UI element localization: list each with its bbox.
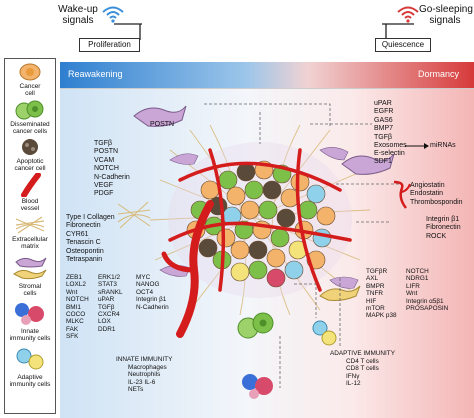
label-tgfb-group: TGFβ POSTN VCAM NOTCH N-Cadherin VEGF PD… [94, 140, 130, 198]
label-angio-group: Angiostatin Endostatin Thrombospondin [410, 182, 463, 206]
label-exosomes: Exosomes [374, 142, 407, 149]
label-innate-items: Macrophages Neutrophils IL-23 IL-6 NETs [128, 364, 167, 394]
ecm-icon [15, 216, 45, 234]
label-zeb-col1: ZEB1 LOXL2 Wnt NOTCH BMI1 COCO MLKC FAK … [66, 274, 89, 341]
disseminated-cluster-bottom [237, 312, 274, 339]
label-adaptive-title: ADAPTIVE IMMUNITY [330, 350, 395, 357]
reawakening-label: Reawakening [68, 69, 123, 79]
label-collagen-group: Type I Collagen Fibronectin CYR61 Tenasc… [66, 214, 115, 264]
adaptive-immune-cluster [312, 320, 337, 346]
label-adaptive-items: CD4 T cells CD8 T cells IFNγ IL-12 [346, 358, 379, 388]
blood-vessel-icon [21, 173, 41, 197]
legend-apoptotic: Apoptotic cancer cell [14, 158, 46, 173]
legend-disseminated: Disseminated cancer cells [10, 121, 50, 136]
ecm-mesh-left [117, 201, 151, 229]
stromal-cells-icon [13, 257, 47, 280]
legend-innate: Innate immunity cells [9, 328, 51, 343]
blood-vessel-main [161, 200, 214, 338]
stromal-cluster-top-right [341, 153, 395, 175]
legend-ecm: Extracellular matrix [12, 236, 48, 251]
label-eselectin-group: E-selectin SDF1 [374, 150, 405, 166]
cancer-cell-icon [19, 63, 41, 81]
label-mirnas: miRNAs [430, 142, 456, 149]
adaptive-immunity-icon [16, 348, 44, 370]
exosomes-arrow [405, 143, 429, 149]
label-tgfbr-col1: TGFβR AXL BMPR TNFR HIF mTOR MAPK p38 [366, 268, 397, 320]
go-sleeping-wifi-icon [397, 6, 419, 23]
legend-stromal: Stromal cells [18, 283, 42, 298]
label-tgfbr-col2: NOTCH NDRG1 LIFR Wnt Integrin α5β1 PROSA… [406, 268, 449, 313]
legend-cancer-cell: Cancer cell [19, 83, 41, 98]
label-zeb-col2: ERK1/2 STAT3 sRANKL uPAR TGFβ CXCR4 LOX … [98, 274, 123, 333]
main-panel-background [60, 88, 474, 418]
legend-blood-vessel: Blood vessel [20, 198, 40, 213]
label-upar-group: uPAR EGFR GAS6 BMP7 TGFβ [374, 100, 394, 141]
wake-up-signals-label: Wake-up signals [58, 4, 98, 26]
legend-panel [4, 58, 56, 414]
innate-immunity-icon [15, 303, 44, 325]
label-postn: POSTN [150, 121, 175, 128]
label-innate-title: INNATE IMMUNITY [116, 356, 173, 363]
quiescence-box: Quiescence [375, 38, 431, 52]
innate-immune-cluster [242, 374, 273, 399]
label-zeb-col3: MYC NANOG OCT4 Integrin β1 N-Cadherin [136, 274, 169, 311]
reawakening-dormancy-banner [60, 62, 474, 88]
dormancy-label: Dormancy [418, 69, 460, 79]
dashed-connectors [204, 103, 400, 388]
angio-vessel-icon [393, 180, 411, 209]
stromal-cluster-top-left [133, 105, 187, 127]
wake-up-wifi-icon [102, 6, 124, 23]
disseminated-cells-icon [15, 100, 44, 120]
apoptotic-cell-icon [22, 139, 38, 155]
legend-adaptive: Adaptive immunity cells [9, 374, 51, 389]
label-integrin-group: Integrin β1 Fibronectin ROCK [426, 216, 461, 240]
go-sleeping-signals-label: Go-sleeping signals [419, 4, 473, 26]
proliferation-box: Proliferation [79, 38, 140, 52]
quiescence-antenna [382, 23, 414, 40]
tumor-mass-illustration [150, 124, 370, 316]
proliferation-antenna [114, 23, 142, 40]
